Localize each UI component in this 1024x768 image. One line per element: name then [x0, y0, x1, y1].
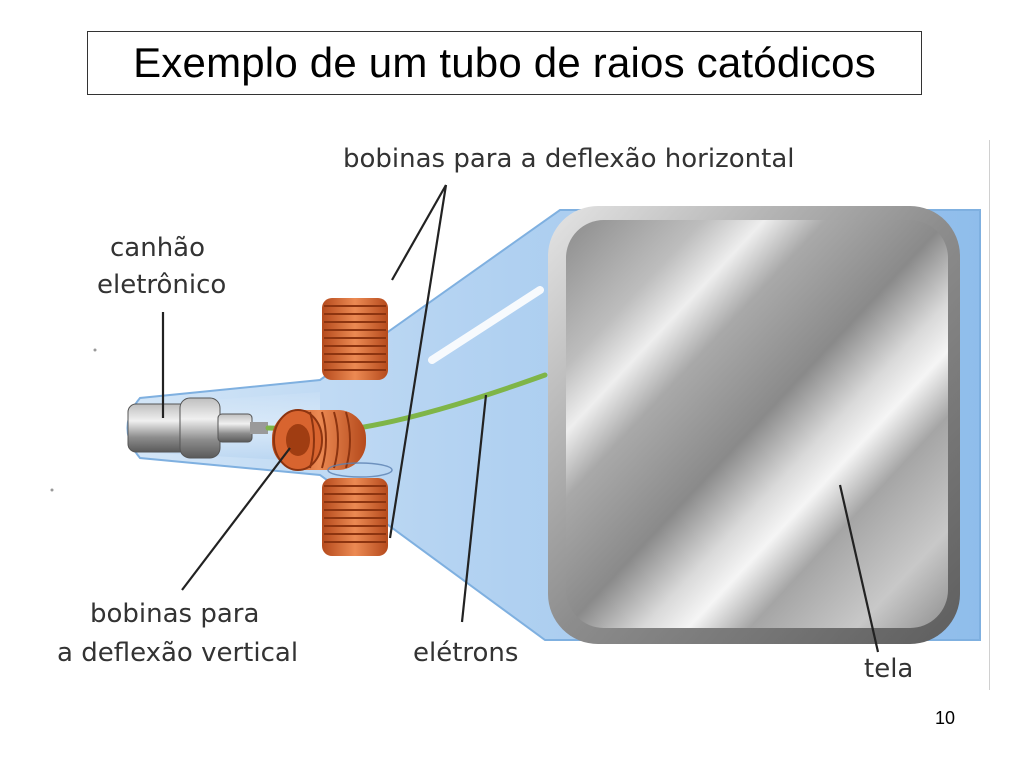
- slide-title: Exemplo de um tubo de raios catódicos: [87, 31, 922, 95]
- page-number: 10: [935, 708, 956, 728]
- label-vertical-coils-line2: a deflexão vertical: [57, 638, 299, 668]
- label-electron-gun-line1: canhão: [110, 233, 206, 263]
- leader-lines: [161, 184, 880, 653]
- glass-highlight: [428, 286, 544, 364]
- slide-edge-line: [989, 140, 990, 690]
- electron-gun: [127, 397, 268, 459]
- label-electrons: elétrons: [413, 638, 519, 668]
- vertical-coil: [272, 409, 366, 471]
- label-screen: tela: [864, 654, 914, 684]
- label-vertical-coils-line1: bobinas para: [90, 599, 260, 629]
- vertical-coil-ring: [327, 462, 393, 478]
- horizontal-coil-bottom: [322, 478, 388, 556]
- stray-dot: [50, 488, 54, 492]
- label-electron-gun-line2: eletrônico: [97, 270, 227, 300]
- crt-screen: [566, 220, 948, 628]
- label-horizontal-coils: bobinas para a deflexão horizontal: [343, 144, 795, 174]
- stray-dot: [93, 348, 97, 352]
- horizontal-coil-top: [322, 298, 388, 380]
